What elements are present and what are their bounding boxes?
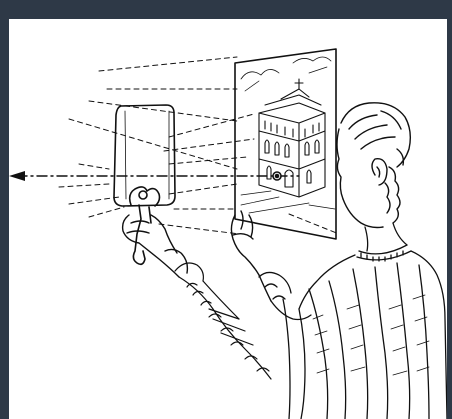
painted-panel [235, 49, 336, 239]
left-sleeve [175, 263, 271, 379]
illustration-canvas [9, 19, 447, 419]
baptistery-building [259, 79, 325, 197]
figure-head [337, 103, 410, 228]
figure-body [259, 223, 447, 419]
hand-mirror [114, 105, 175, 264]
arrow-head-icon [9, 171, 25, 181]
arrow-line [9, 171, 299, 181]
engraving-drawing [9, 19, 447, 419]
